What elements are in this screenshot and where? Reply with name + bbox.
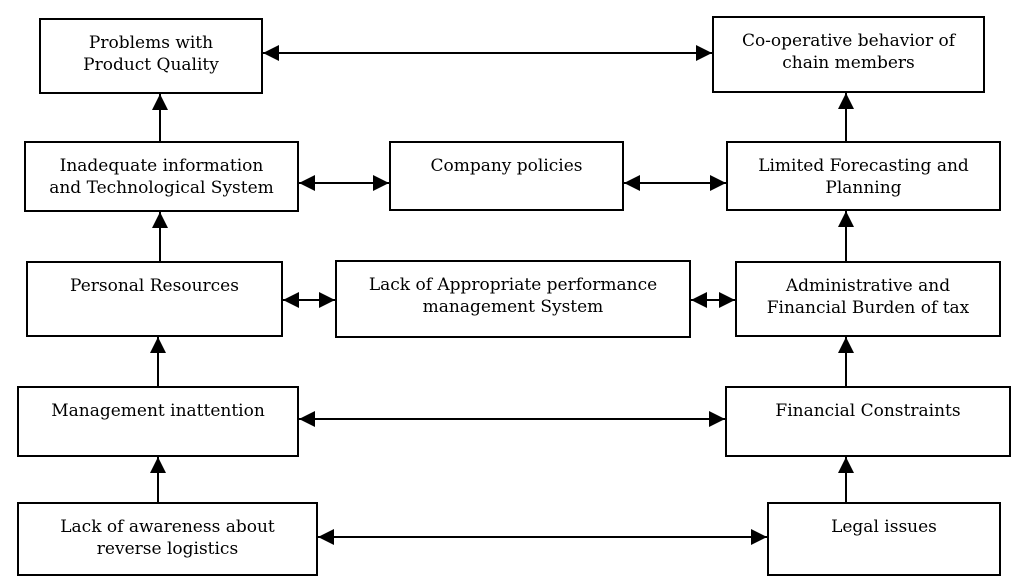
node-label: Lack of awareness about reverse logistic… xyxy=(60,517,275,559)
node-label: Management inattention xyxy=(51,401,265,421)
node-label: Financial Constraints xyxy=(775,401,961,421)
node-lack-performance-management: Lack of Appropriate performance manageme… xyxy=(335,260,691,338)
node-label: Problems with Product Quality xyxy=(83,33,219,75)
node-label: Administrative and Financial Burden of t… xyxy=(766,276,970,318)
node-limited-forecasting: Limited Forecasting and Planning xyxy=(726,141,1001,211)
node-cooperative-behavior: Co-operative behavior of chain members xyxy=(712,16,985,93)
node-inadequate-information: Inadequate information and Technological… xyxy=(24,141,299,212)
node-label: Company policies xyxy=(430,156,583,176)
node-label: Lack of Appropriate performance manageme… xyxy=(368,275,658,317)
node-label: Legal issues xyxy=(831,517,937,537)
node-company-policies: Company policies xyxy=(389,141,624,211)
node-legal-issues: Legal issues xyxy=(767,502,1001,576)
node-label: Personal Resources xyxy=(70,276,239,296)
node-management-inattention: Management inattention xyxy=(17,386,299,457)
node-problems-product-quality: Problems with Product Quality xyxy=(39,18,263,94)
node-label: Inadequate information and Technological… xyxy=(49,156,274,198)
node-lack-awareness: Lack of awareness about reverse logistic… xyxy=(17,502,318,576)
node-label: Limited Forecasting and Planning xyxy=(758,156,969,198)
node-personal-resources: Personal Resources xyxy=(26,261,283,337)
node-financial-constraints: Financial Constraints xyxy=(725,386,1011,457)
node-label: Co-operative behavior of chain members xyxy=(741,31,956,73)
node-admin-financial-burden: Administrative and Financial Burden of t… xyxy=(735,261,1001,337)
